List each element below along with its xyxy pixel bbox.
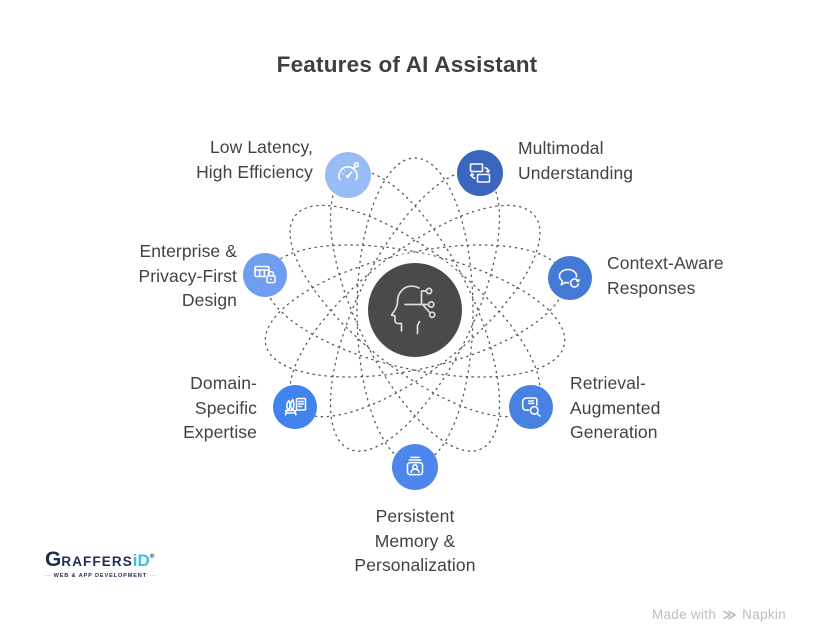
logo-tagline: — WEB & APP DEVELOPMENT —	[45, 573, 156, 579]
feature-label-persistent: Persistent Memory & Personalization	[354, 506, 476, 575]
feature-node-persistent	[392, 444, 438, 490]
book-search-icon	[521, 397, 541, 417]
feature-node-domain	[273, 385, 317, 429]
feature-label-enterprise: Enterprise & Privacy-First Design	[138, 241, 237, 310]
feature-node-retrieval	[509, 385, 553, 429]
page-title: Features of AI Assistant	[276, 52, 538, 77]
feature-node-multimodal	[457, 150, 503, 196]
credit-brand: Napkin	[742, 607, 786, 622]
table-lock-icon	[254, 265, 277, 284]
speedometer-icon	[338, 162, 360, 181]
feature-node-low-latency	[325, 152, 371, 198]
logo-wordmark: RAFFERS	[61, 554, 133, 569]
center-circle	[368, 263, 462, 357]
napkin-logo-icon	[721, 608, 737, 622]
feature-node-enterprise	[243, 253, 287, 297]
head-circuit-icon	[390, 285, 436, 335]
feature-label-context: Context-Aware Responses	[607, 253, 724, 298]
feature-label-multimodal: Multimodal Understanding	[518, 138, 634, 183]
made-with-napkin-credit[interactable]: Made with Napkin	[652, 607, 786, 622]
logo-registered-icon: ®	[149, 553, 155, 560]
node-circle	[548, 256, 592, 300]
credit-prefix: Made with	[651, 607, 717, 622]
tagline-dash-left: —	[45, 573, 51, 579]
feature-node-context	[548, 256, 592, 300]
logo-id-suffix: iD	[132, 551, 150, 570]
id-card-icon	[406, 456, 424, 476]
feature-label-low-latency: Low Latency, High Efficiency	[196, 137, 313, 182]
chat-refresh-icon	[558, 268, 581, 289]
media-convert-icon	[469, 163, 491, 183]
node-circle	[457, 150, 503, 196]
node-circle	[273, 385, 317, 429]
bookstand-doc-icon	[284, 397, 307, 416]
tagline-text: WEB & APP DEVELOPMENT	[53, 573, 147, 579]
logo-letter-g: G	[45, 548, 62, 571]
node-circle	[392, 444, 438, 490]
feature-label-domain: Domain- Specific Expertise	[183, 373, 257, 442]
tagline-dash-right: —	[149, 573, 156, 579]
feature-label-retrieval: Retrieval- Augmented Generation	[570, 373, 661, 442]
